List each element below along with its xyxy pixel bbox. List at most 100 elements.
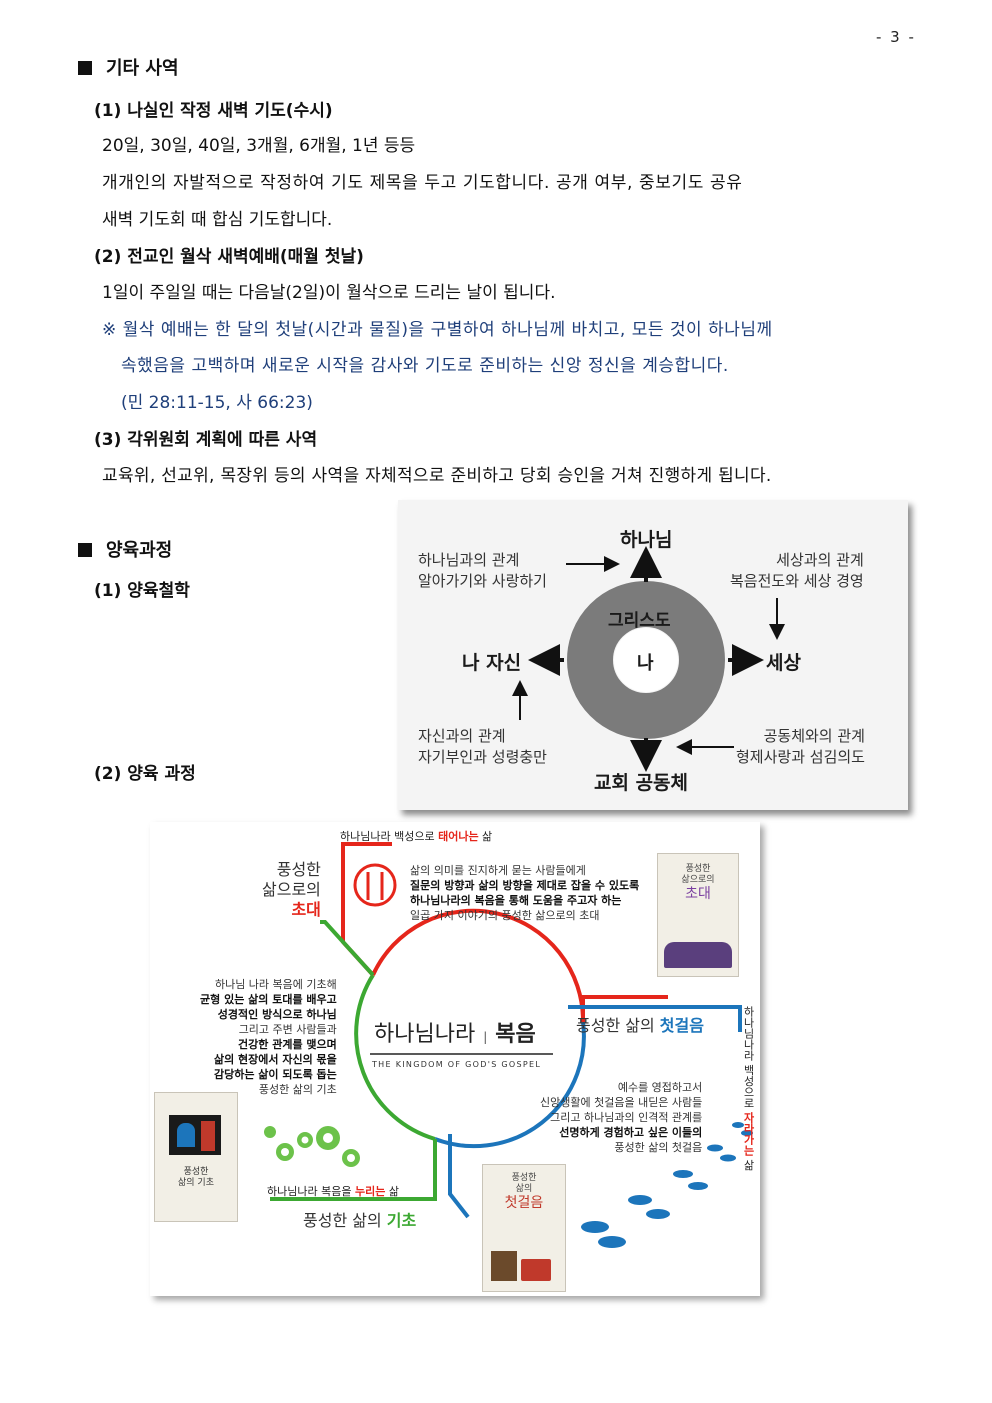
item-2-note-2: 속했음을 고백하며 새로운 시작을 감사와 기도로 준비하는 신앙 정신을 계승… xyxy=(121,356,729,376)
relation-with-self: 자신과의 관계 자기부인과 성령충만 xyxy=(418,726,547,768)
first-step-title: 풍성한 삶의 첫걸음 xyxy=(576,1012,704,1036)
title-part: 풍성한 삶의 xyxy=(576,1016,660,1035)
item-1-line-3: 새벽 기도회 때 합심 기도합니다. xyxy=(102,210,333,230)
book-title-line: 풍성한 xyxy=(511,1173,537,1183)
book-title-highlight: 첫걸음 xyxy=(504,1195,544,1211)
desc-line: 그리고 하나님과의 인격적 관계를 xyxy=(550,1111,703,1124)
philosophy-diagram: 하나님 교회 공동체 나 자신 세상 그리스도 나 하나님과의 관계 알아가기와… xyxy=(398,500,908,810)
label-part: 삶 xyxy=(478,830,493,843)
item-heading-3: (3) 각위원회 계획에 따른 사역 xyxy=(94,430,318,450)
relation-title: 공동체와의 관계 xyxy=(763,727,865,745)
enjoying-life-label: 하나님나라 복음을 누리는 삶 xyxy=(267,1183,399,1199)
book-title-line: 삶으로의 xyxy=(681,875,715,885)
nurture-course-graphics xyxy=(264,842,753,1248)
title-line: 풍성한 xyxy=(276,860,321,879)
blue-arc xyxy=(434,1021,586,1149)
book-title-line: 삶의 xyxy=(515,1184,533,1194)
first-step-description: 예수를 영접하고서 신앙생활에 첫걸음을 내딛은 사람들 그리고 하나님과의 인… xyxy=(540,1080,702,1155)
title-highlight: 초대 xyxy=(291,900,321,919)
desc-line: 하나님나라의 복음을 통해 도움을 주고자 하는 xyxy=(410,894,622,907)
title-highlight: 첫걸음 xyxy=(659,1016,704,1035)
born-life-label: 하나님나라 백성으로 태어나는 삶 xyxy=(340,828,492,844)
desc-line: 신앙생활에 첫걸음을 내딛은 사람들 xyxy=(540,1096,703,1109)
desc-line: 삶의 의미를 진지하게 묻는 사람들에게 xyxy=(410,864,586,877)
invitation-title: 풍성한 삶으로의 초대 xyxy=(262,860,321,920)
label-highlight: 자라가는 xyxy=(742,1112,755,1156)
section-title-text: 기타 사역 xyxy=(106,58,179,79)
me-label: 나 xyxy=(637,653,654,674)
desc-line: 균형 있는 삶의 토대를 배우고 xyxy=(200,993,337,1006)
desc-line: 예수를 영접하고서 xyxy=(617,1081,703,1094)
chair-icon xyxy=(491,1251,517,1281)
growing-life-label: 하나님나라 백성으로 자라가는 삶 xyxy=(740,1006,756,1171)
center-title-part: 하나님나라 xyxy=(374,1022,476,1047)
sofa-icon xyxy=(664,942,732,968)
desc-line: 그리고 주변 사람들과 xyxy=(238,1023,337,1036)
gears-icon xyxy=(264,1126,360,1167)
label-part: 삶 xyxy=(742,1156,755,1171)
suitcase-icon xyxy=(521,1259,551,1281)
invitation-description: 삶의 의미를 진지하게 묻는 사람들에게 질문의 방향과 삶의 방향을 제대로 … xyxy=(410,863,639,923)
basics-description: 하나님 나라 복음에 기초해 균형 있는 삶의 토대를 배우고 성경적인 방식으… xyxy=(200,977,337,1097)
god-label: 하나님 xyxy=(620,529,673,551)
church-community-label: 교회 공동체 xyxy=(594,772,689,794)
label-part: 하나님나라 백성으로 xyxy=(742,1006,755,1112)
nurture-philosophy-heading: (1) 양육철학 xyxy=(94,581,190,601)
desc-line: 삶의 현장에서 자신의 몫을 xyxy=(213,1053,337,1066)
christ-ring xyxy=(567,581,725,739)
center-subtitle: THE KINGDOM OF GOD'S GOSPEL xyxy=(372,1060,542,1069)
label-part: 하나님나라 백성으로 xyxy=(340,830,439,843)
book-cover-basics: 풍성한 삶의 기초 xyxy=(154,1092,238,1222)
item-2-note-3: (민 28:11-15, 사 66:23) xyxy=(121,393,313,413)
desc-line: 하나님 나라 복음에 기초해 xyxy=(214,978,337,991)
christ-label: 그리스도 xyxy=(608,611,671,631)
relation-title: 자신과의 관계 xyxy=(418,727,506,745)
book-title-highlight: 초대 xyxy=(685,886,711,902)
book-cover-first-step: 풍성한 삶의 첫걸음 xyxy=(482,1164,566,1292)
item-1-line-2: 개개인의 자발적으로 작정하여 기도 제목을 두고 기도합니다. 공개 여부, … xyxy=(102,173,743,193)
nurture-course-diagram: 하나님나라 백성으로 태어나는 삶 풍성한 삶으로의 초대 삶의 의미를 진지하… xyxy=(150,822,760,1296)
green-path-top xyxy=(320,920,375,977)
title-line: 삶으로의 xyxy=(262,880,321,899)
red-arc xyxy=(371,908,586,1023)
relation-with-world: 세상과의 관계 복음전도와 세상 경영 xyxy=(730,550,864,592)
book-cover-invitation: 풍성한 삶으로의 초대 xyxy=(657,853,739,977)
desc-line: 풍성한 삶의 첫걸음 xyxy=(614,1141,703,1154)
blue-path-top xyxy=(568,1005,742,1032)
relation-with-community: 공동체와의 관계 형제사랑과 섬김의도 xyxy=(736,726,865,768)
label-highlight: 누리는 xyxy=(354,1185,386,1198)
book-title-line: 풍성한 xyxy=(183,1167,209,1177)
item-3-line-1: 교육위, 선교위, 목장위 등의 사역을 자체적으로 준비하고 당회 승인을 거… xyxy=(102,466,772,486)
blue-path-bottom xyxy=(448,1134,470,1219)
item-2-line-1: 1일이 주일일 때는 다음날(2일)이 월삭으로 드리는 날이 됩니다. xyxy=(102,283,556,303)
relation-with-god: 하나님과의 관계 알아가기와 사랑하기 xyxy=(418,550,547,592)
center-title-part: 복음 xyxy=(495,1022,536,1047)
label-highlight: 태어나는 xyxy=(438,830,479,843)
item-2-note-1: ※ 월삭 예배는 한 달의 첫날(시간과 물질)을 구별하여 하나님께 바치고,… xyxy=(102,320,773,340)
section-title-other-ministry: 기타 사역 xyxy=(78,54,179,80)
title-part: 풍성한 삶의 xyxy=(303,1211,387,1230)
relation-title: 하나님과의 관계 xyxy=(418,551,520,569)
item-heading-2: (2) 전교인 월삭 새벽예배(매월 첫날) xyxy=(94,247,364,267)
desc-line: 질문의 방향과 삶의 방향을 제대로 잡을 수 있도록 xyxy=(410,879,640,892)
center-title: 하나님나라|복음 xyxy=(374,1022,536,1047)
title-highlight: 기초 xyxy=(386,1211,417,1230)
book-art-red xyxy=(201,1121,215,1151)
relation-desc: 자기부인과 성령충만 xyxy=(418,748,547,766)
green-path-bottom xyxy=(270,1139,437,1201)
page-number: - 3 - xyxy=(876,28,916,46)
self-center-circle xyxy=(614,628,678,692)
square-bullet-icon xyxy=(78,543,92,557)
section-title-text: 양육과정 xyxy=(106,540,173,561)
world-label: 세상 xyxy=(766,652,801,674)
red-path-right xyxy=(581,995,668,1022)
dinner-plate-icon xyxy=(353,863,397,907)
footprints-icon xyxy=(581,1122,753,1248)
basics-title: 풍성한 삶의 기초 xyxy=(303,1207,416,1231)
relation-title: 세상과의 관계 xyxy=(776,551,864,569)
desc-line: 풍성한 삶의 기초 xyxy=(258,1083,337,1096)
book-title-line: 풍성한 xyxy=(685,864,711,874)
label-part: 삶 xyxy=(385,1185,399,1198)
green-arc xyxy=(354,973,436,1141)
label-part: 하나님나라 복음을 xyxy=(267,1185,355,1198)
